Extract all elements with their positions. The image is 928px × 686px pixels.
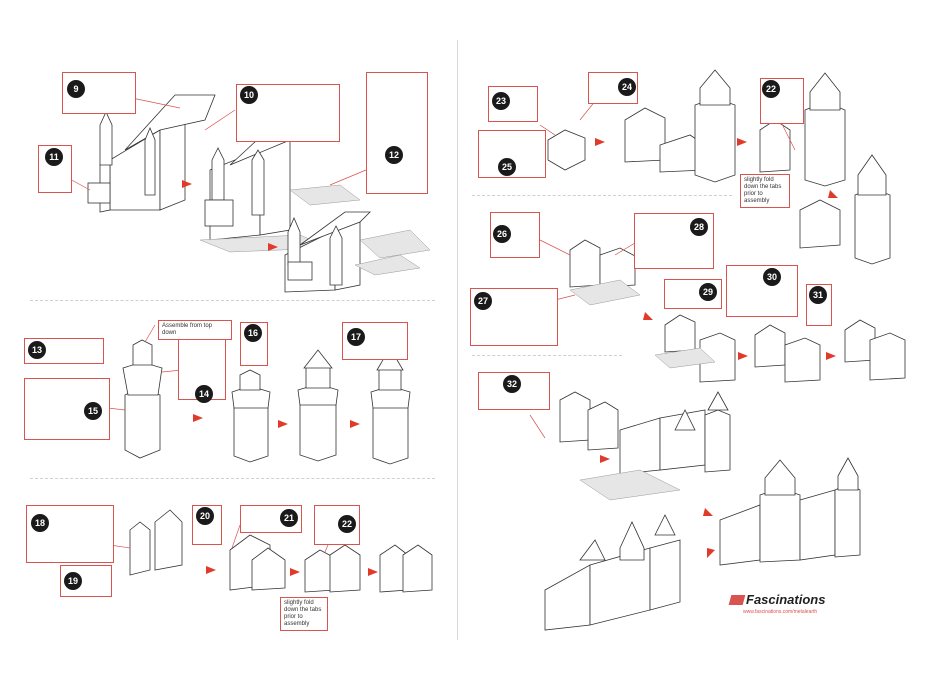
note-assemble-top-down: Assemble from top down — [158, 320, 232, 340]
step-badge: 11 — [45, 148, 63, 166]
step-badge: 24 — [618, 78, 636, 96]
brand-name: Fascinations — [746, 592, 826, 607]
note-fold-tabs-right: slightly fold down the tabs prior to ass… — [740, 174, 790, 208]
step-badge: 18 — [31, 514, 49, 532]
step-badge: 30 — [763, 268, 781, 286]
callout-step-30 — [726, 265, 798, 317]
hall-assembly-drawing — [67, 94, 431, 293]
step-badge: 9 — [67, 80, 85, 98]
step-badge: 17 — [347, 328, 365, 346]
step-badge: 25 — [498, 158, 516, 176]
step-badge: 27 — [474, 292, 492, 310]
final-castle-drawing — [529, 391, 861, 631]
tower-assembly-drawing — [107, 324, 411, 465]
column-divider — [457, 40, 458, 640]
row-divider-left-1 — [30, 300, 435, 301]
step-badge: 32 — [503, 375, 521, 393]
step-badge: 28 — [690, 218, 708, 236]
gatehouse-assembly-drawing — [539, 239, 906, 383]
step-badge: 19 — [64, 572, 82, 590]
step-badge: 15 — [84, 402, 102, 420]
brand-url: www.fascinations.com/metalearth — [743, 609, 818, 615]
step-badge: 29 — [699, 283, 717, 301]
wall-assembly-drawing — [109, 509, 433, 593]
step-badge: 13 — [28, 341, 46, 359]
step-badge: 12 — [385, 146, 403, 164]
note-fold-tabs: slightly fold down the tabs prior to ass… — [280, 597, 328, 631]
step-badge: 20 — [196, 507, 214, 525]
brand-logo: Fascinations — [728, 592, 826, 607]
keep-assembly-drawing — [539, 69, 891, 265]
step-badge: 16 — [244, 324, 262, 342]
step-badge: 22 — [762, 80, 780, 98]
step-badge: 22 — [338, 515, 356, 533]
row-divider-left-2 — [30, 478, 435, 479]
step-badge: 14 — [195, 385, 213, 403]
step-badge: 23 — [492, 92, 510, 110]
step-badge: 26 — [493, 225, 511, 243]
logo-mark-icon — [728, 595, 746, 605]
step-badge: 10 — [240, 86, 258, 104]
row-divider-right-1 — [472, 195, 732, 196]
step-badge: 21 — [280, 509, 298, 527]
step-badge: 31 — [809, 286, 827, 304]
row-divider-right-2 — [472, 355, 622, 356]
callout-step-12 — [366, 72, 428, 194]
